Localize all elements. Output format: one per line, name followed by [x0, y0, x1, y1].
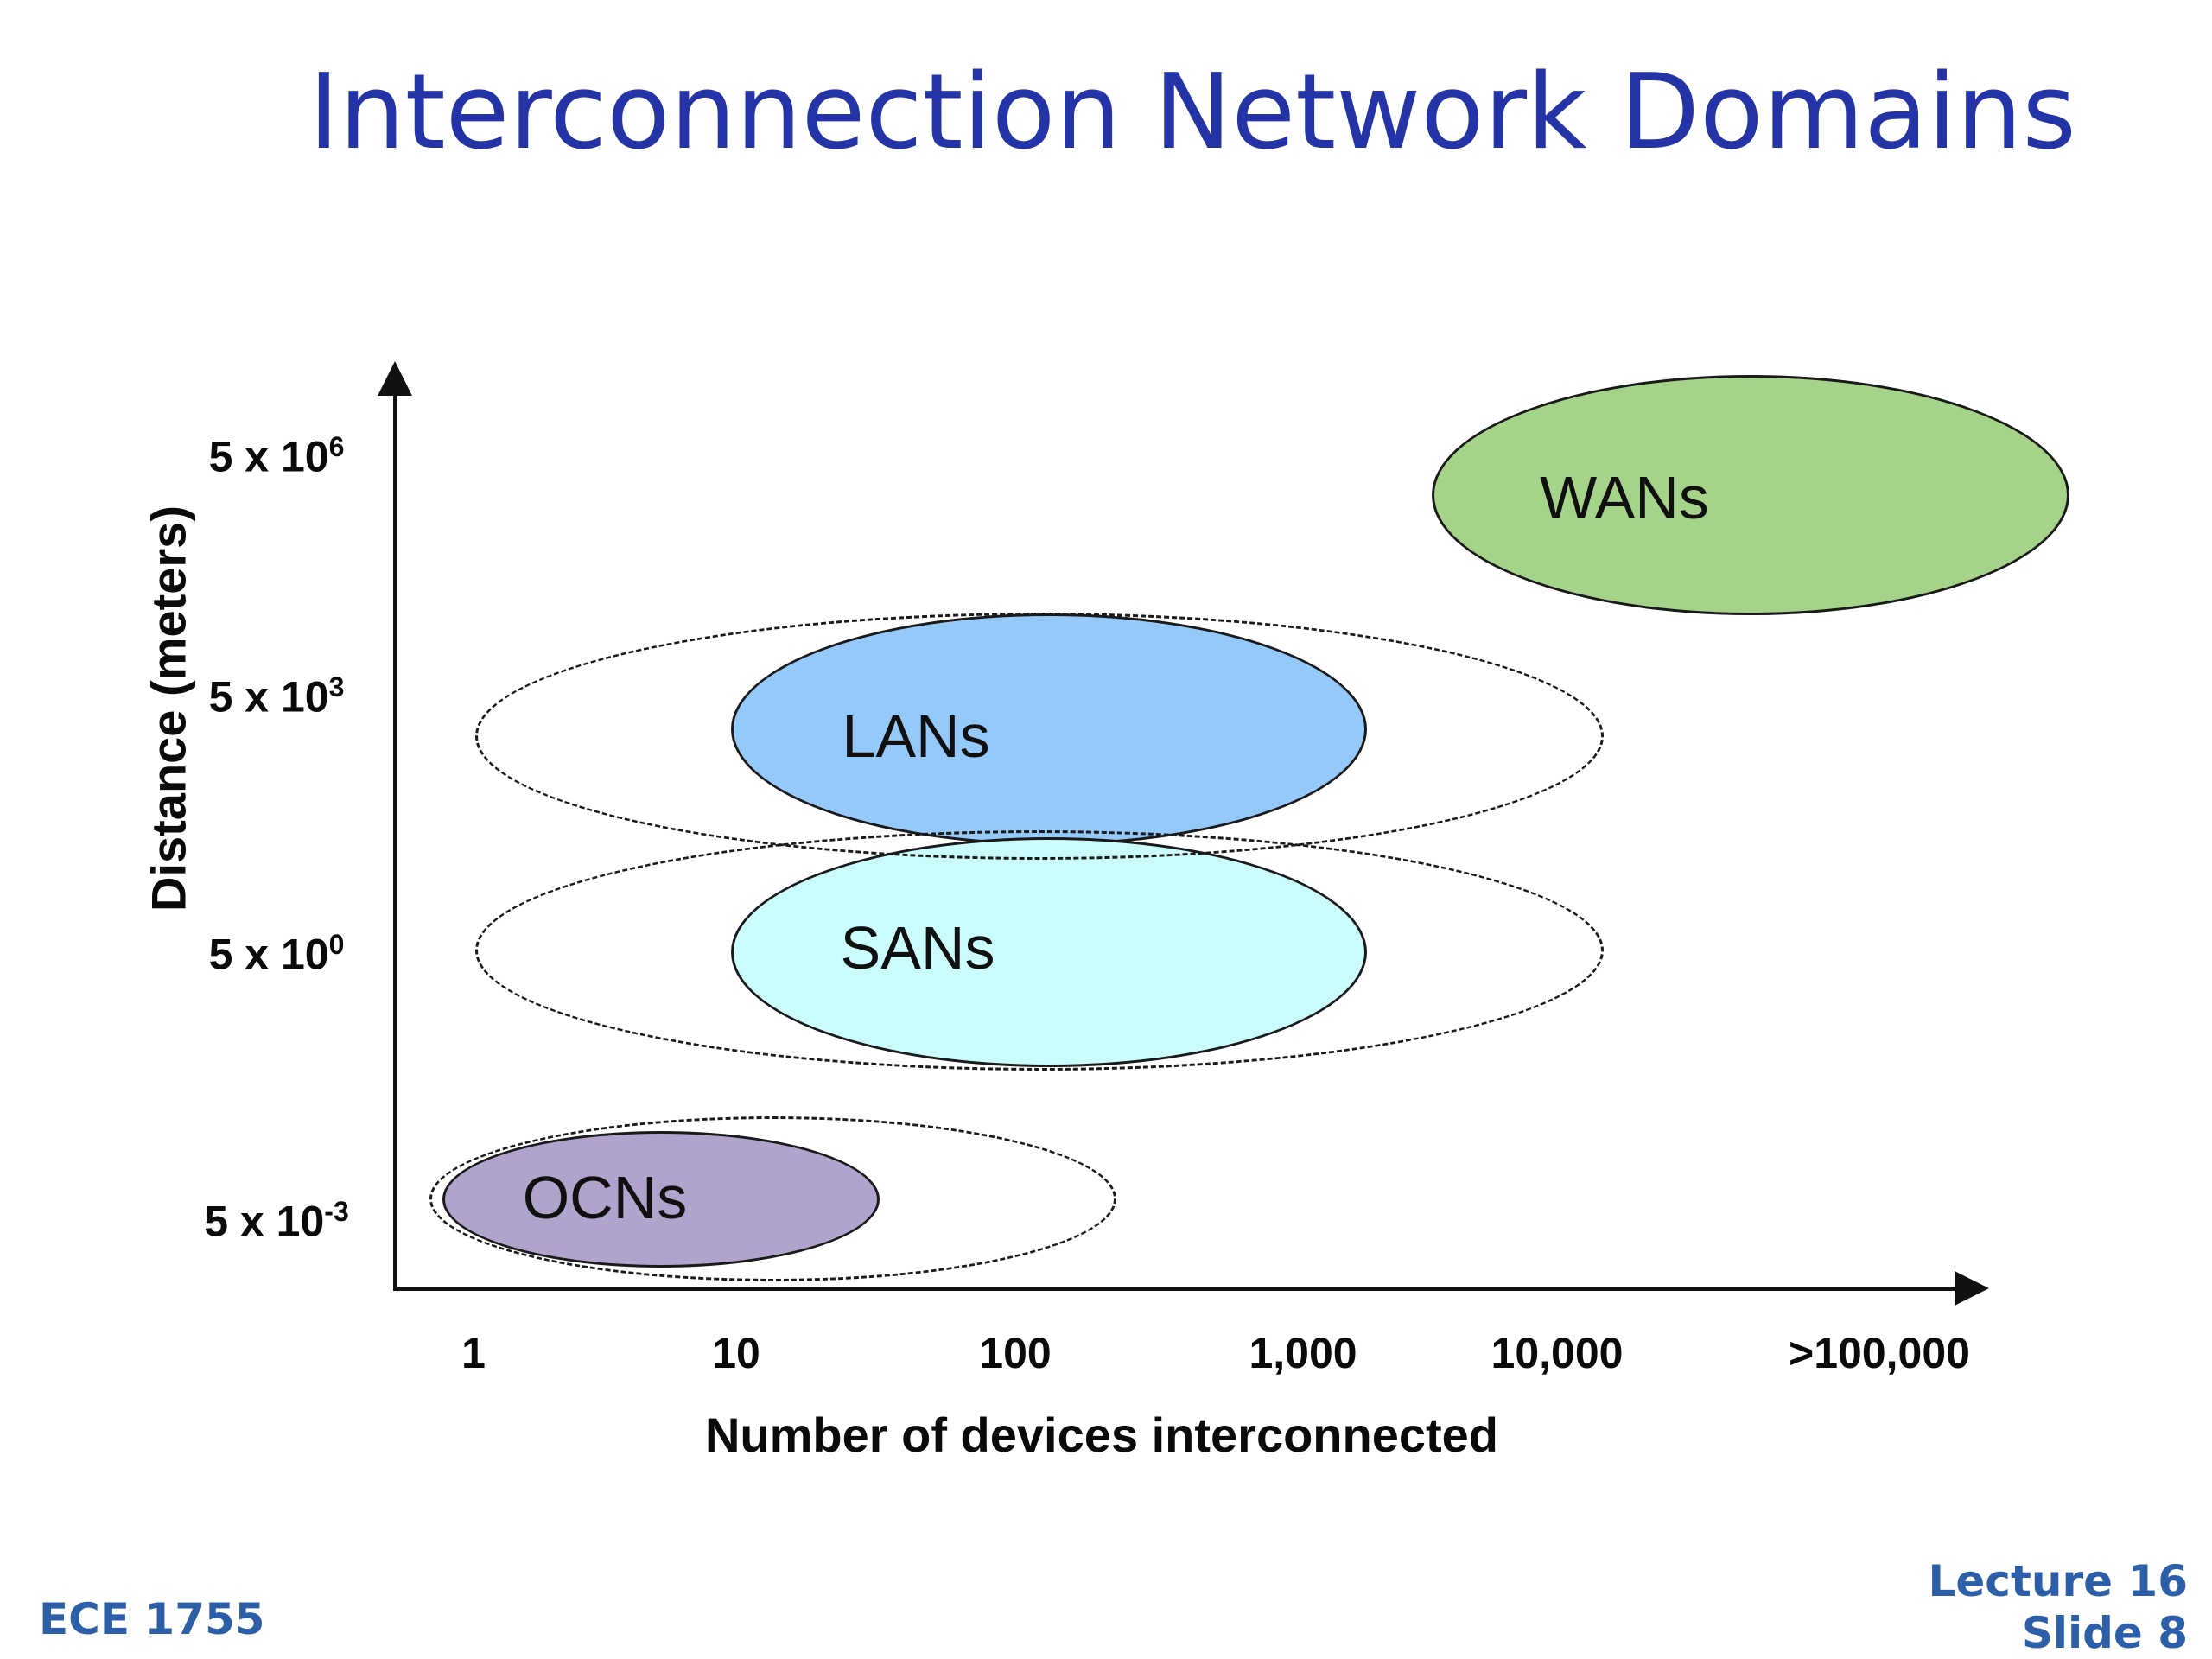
- y-tick-base: 5 x 10: [208, 672, 329, 721]
- y-axis-arrow-icon: [378, 361, 412, 396]
- y-tick-5x10e0: 5 x 100: [112, 914, 441, 979]
- y-axis-line: [393, 391, 397, 1290]
- y-tick-base: 5 x 10: [204, 1197, 325, 1246]
- x-tick-1: 1: [461, 1329, 486, 1377]
- slide-title: Interconnection Network Domains: [308, 53, 2076, 173]
- sans-label: SANs: [840, 914, 995, 982]
- y-tick-base: 5 x 10: [208, 432, 329, 481]
- y-tick-base: 5 x 10: [208, 930, 329, 979]
- slide-number: Slide 8: [2021, 1608, 2188, 1658]
- ocns-dashed-extent-ellipse: [429, 1116, 1116, 1281]
- y-tick-5x10e6: 5 x 106: [112, 416, 441, 481]
- lecture-number: Lecture 16: [1928, 1556, 2188, 1606]
- x-tick-100: 100: [979, 1329, 1052, 1377]
- lans-label: LANs: [842, 702, 990, 770]
- wans-label: WANs: [1540, 464, 1709, 531]
- course-id: ECE 1755: [39, 1594, 265, 1644]
- x-axis-arrow-icon: [1955, 1271, 1989, 1306]
- x-axis-title: Number of devices interconnected: [704, 1408, 1499, 1462]
- y-tick-exponent: 3: [328, 671, 345, 702]
- y-tick-exponent: 6: [328, 431, 345, 462]
- y-tick-5x10e3: 5 x 103: [112, 657, 441, 721]
- sans-dashed-extent-ellipse: [475, 830, 1604, 1071]
- y-tick-exponent: 0: [328, 929, 345, 960]
- x-tick-gt100000: >100,000: [1789, 1329, 1970, 1377]
- ocns-label: OCNs: [522, 1164, 688, 1231]
- y-tick-exponent: -3: [324, 1196, 349, 1227]
- lans-dashed-extent-ellipse: [475, 613, 1604, 860]
- slide-footer: Lecture 16 Slide 8: [1929, 1555, 2188, 1659]
- wans-ellipse: [1432, 375, 2069, 615]
- x-tick-1000: 1,000: [1249, 1329, 1357, 1377]
- x-tick-10: 10: [712, 1329, 760, 1377]
- y-tick-5x10e-3: 5 x 10-3: [112, 1181, 441, 1246]
- x-tick-10000: 10,000: [1491, 1329, 1624, 1377]
- x-axis-line: [393, 1287, 1959, 1291]
